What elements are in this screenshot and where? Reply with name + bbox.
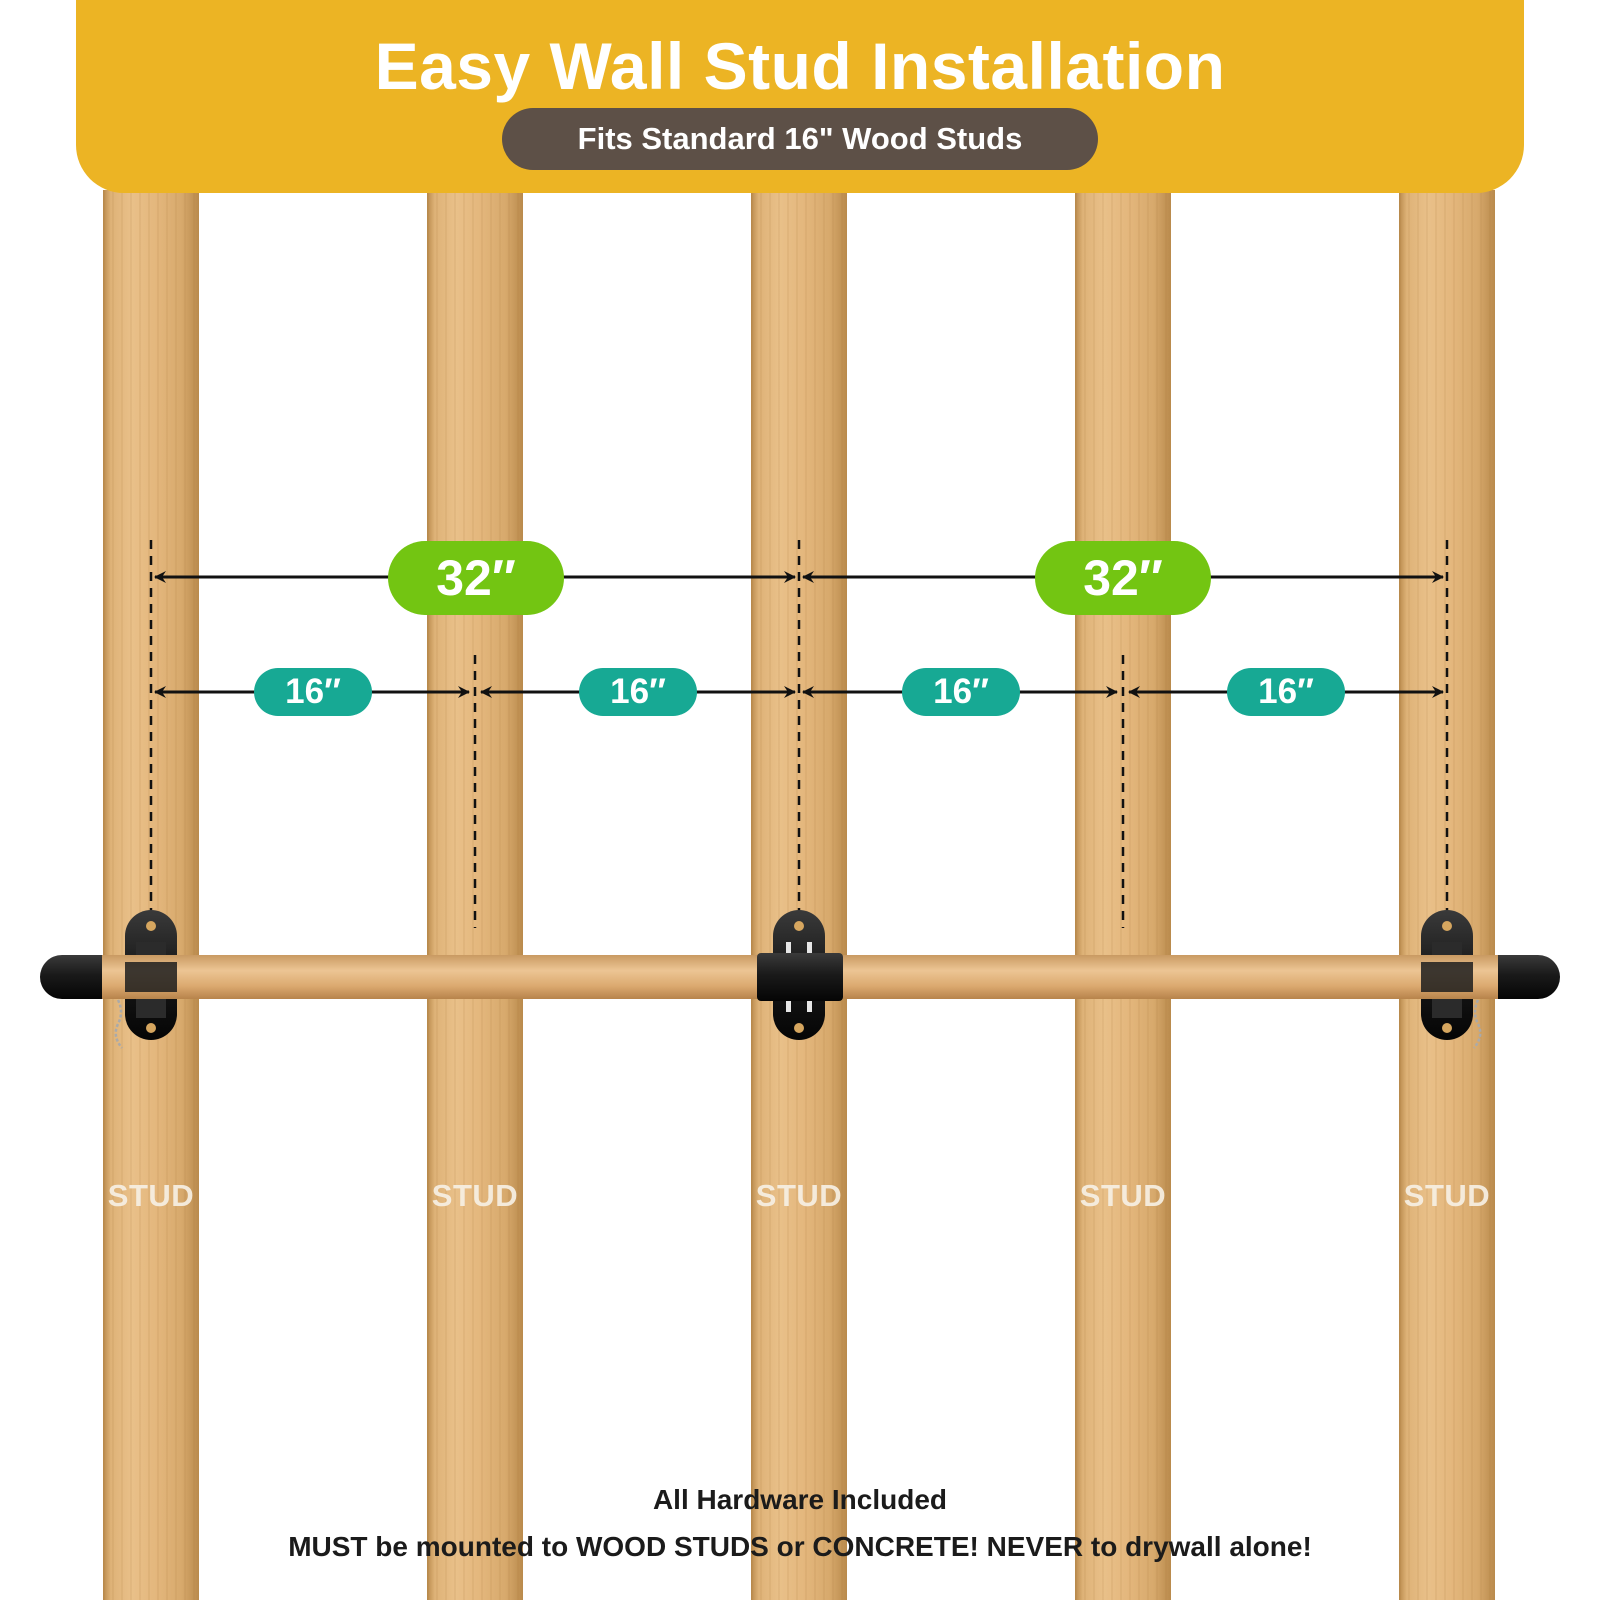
dashed-guides [149,540,1449,928]
subtitle-badge: Fits Standard 16" Wood Studs [502,108,1098,170]
barre-rod [40,953,1560,1001]
left-end-cap [40,955,102,999]
measure-32-right: 32″ [1035,541,1211,615]
stud-label: STUD [755,1178,843,1213]
measure-16-3: 16″ [902,668,1020,716]
wood-stud-5 [1399,190,1495,1600]
stud-label: STUD [431,1178,519,1213]
hardware-note: All Hardware Included [652,1484,948,1515]
measure-16-2: 16″ [579,668,697,716]
center-coupler [757,953,843,1001]
measure-16-1: 16″ [254,668,372,716]
right-end-cap [1498,955,1560,999]
page-title: Easy Wall Stud Installation [374,29,1226,103]
mounting-warning: MUST be mounted to WOOD STUDS or CONCRET… [288,1531,1312,1562]
measure-16-4: 16″ [1227,668,1345,716]
measure-32-left: 32″ [388,541,564,615]
wood-stud-4 [1075,190,1171,1600]
header-banner: Easy Wall Stud Installation Fits Standar… [76,0,1524,193]
stud-label: STUD [107,1178,195,1213]
stud-label: STUD [1079,1178,1167,1213]
stud-label: STUD [1403,1178,1491,1213]
wood-stud-2 [427,190,523,1600]
